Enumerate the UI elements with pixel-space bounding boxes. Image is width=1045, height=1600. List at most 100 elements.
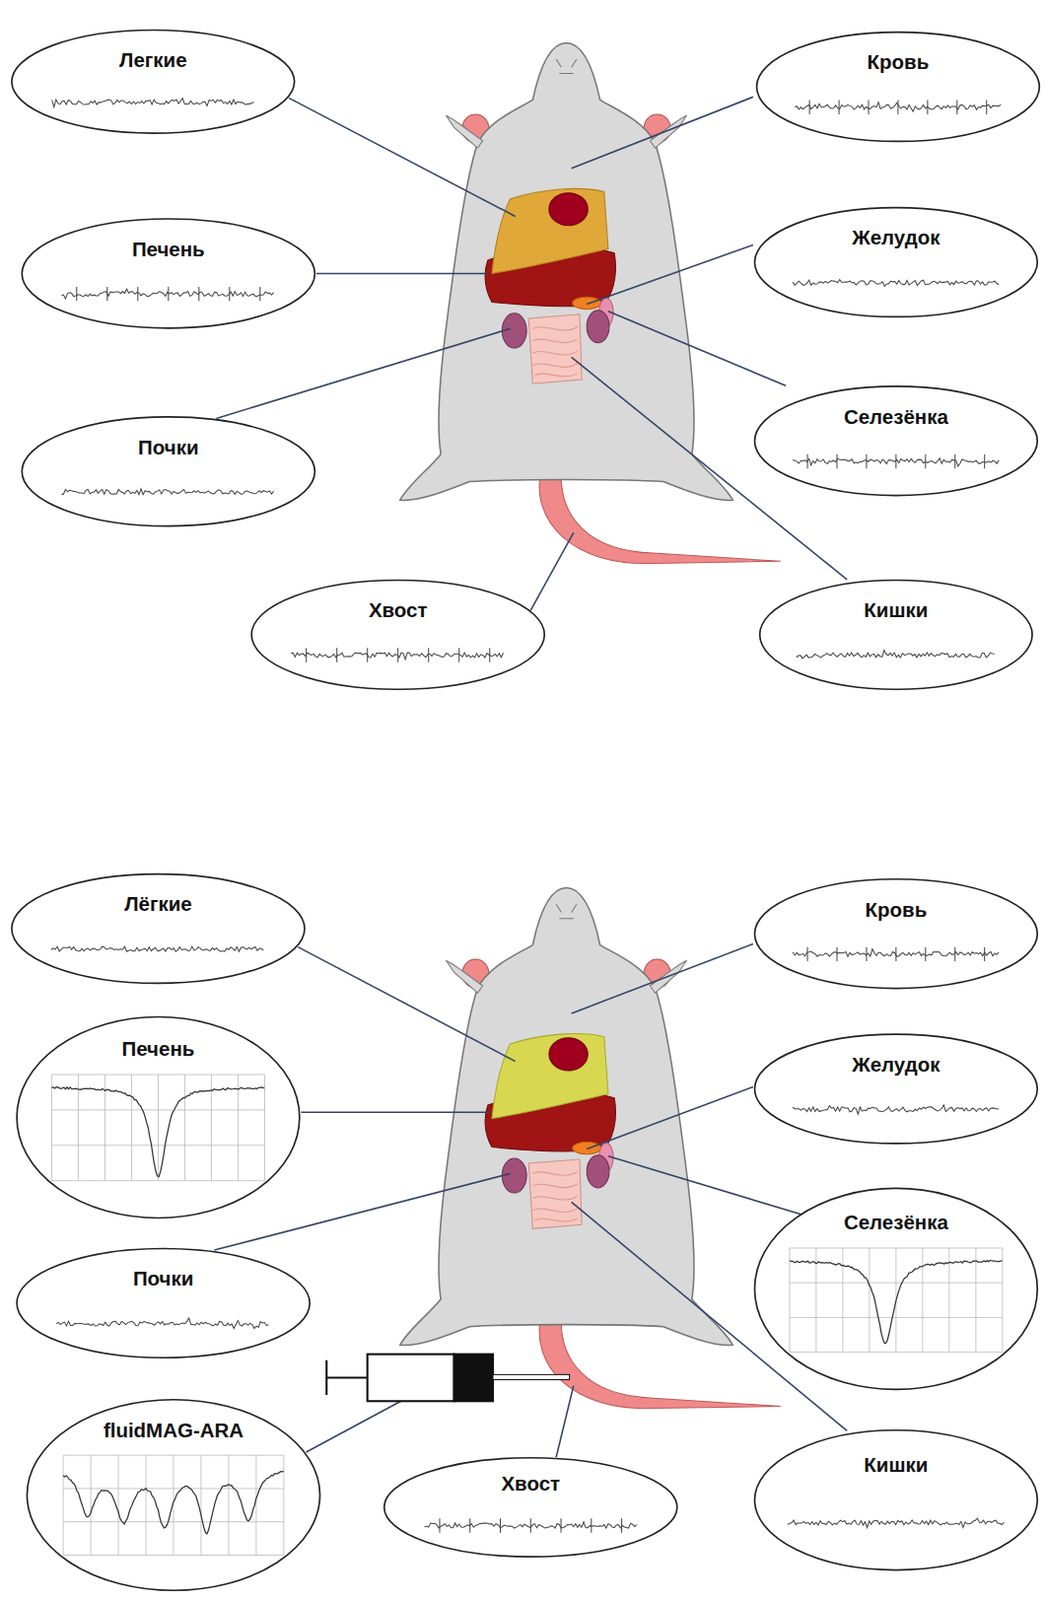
- callout-ellipse: Лёгкие: [9, 872, 306, 985]
- signal-trace: [61, 288, 274, 299]
- ellipse-shape: [21, 218, 315, 329]
- resonance-trace: [51, 1087, 265, 1178]
- trace-tick: [924, 947, 926, 962]
- callout-label: Селезёнка: [753, 403, 1040, 430]
- trace-group: [796, 650, 995, 659]
- callout-ellipse: Кишки: [753, 1428, 1040, 1572]
- ellipse-shape: [21, 417, 315, 527]
- trace-group: [51, 1074, 265, 1182]
- callout-ellipse: Почки: [15, 1247, 312, 1360]
- ellipse-outline: [755, 30, 1042, 143]
- trace-tick: [228, 286, 230, 301]
- grid-line: [51, 1109, 265, 1111]
- trace-group: [789, 1248, 1003, 1353]
- ellipse-shape: [11, 30, 295, 135]
- syringe-needle: [492, 1374, 570, 1380]
- grid-line: [145, 1455, 147, 1555]
- signal-trace: [61, 488, 274, 495]
- callout-label: Желудок: [753, 1050, 1040, 1078]
- trace-tick: [499, 1518, 501, 1533]
- leader-lines: [213, 96, 847, 1458]
- ellipse-shape: [755, 208, 1039, 318]
- syringe-fluid: [454, 1354, 493, 1402]
- trace-group: [51, 946, 264, 952]
- signal-trace: [787, 1518, 1004, 1528]
- trace-group: [787, 1518, 1004, 1528]
- heart: [549, 193, 588, 226]
- callout-label: Печень: [20, 235, 317, 263]
- trace-tick: [469, 1518, 471, 1533]
- ellipse-outline: [753, 877, 1040, 990]
- grid-line: [131, 1074, 133, 1182]
- resonance-trace: [789, 1260, 1003, 1344]
- callout-label: Кишки: [753, 1451, 1040, 1478]
- trace-tick: [137, 286, 139, 301]
- callout-label: Кровь: [755, 49, 1042, 76]
- grid-line: [200, 1455, 202, 1555]
- lungs: [491, 1034, 609, 1119]
- heart: [549, 1038, 588, 1071]
- trace-group: [424, 1518, 637, 1533]
- trace-tick: [895, 947, 897, 962]
- trace-group: [290, 647, 503, 662]
- trace-tick: [895, 454, 897, 469]
- trace-group: [63, 1455, 284, 1555]
- trace-group: [61, 488, 274, 495]
- grid-line: [789, 1317, 1003, 1319]
- grid-line: [789, 1282, 1003, 1284]
- trace-tick: [865, 454, 867, 469]
- grid-line: [51, 1074, 265, 1076]
- callout-label: Легкие: [9, 47, 296, 74]
- ellipse-shape: [760, 579, 1033, 690]
- ellipse-outline: [753, 1033, 1040, 1146]
- leader-line: [586, 244, 754, 304]
- mouse-injected: [400, 888, 781, 1409]
- trace-tick: [560, 1518, 562, 1533]
- grid-line: [255, 1455, 257, 1555]
- resonance-trace: [63, 1470, 284, 1533]
- signal-trace: [792, 1105, 999, 1115]
- callout-label: fluidMAG-ARA: [25, 1416, 322, 1444]
- callout-ellipse: Кровь: [753, 877, 1040, 990]
- grid-line: [1001, 1248, 1003, 1353]
- grid-line: [237, 1074, 239, 1182]
- leader-line: [215, 328, 510, 418]
- ellipse-outline: [753, 384, 1040, 497]
- ellipse-outline: [753, 1428, 1040, 1572]
- callout-ellipse: Кишки: [758, 578, 1034, 692]
- grid-line: [63, 1455, 284, 1457]
- leader-line: [608, 311, 786, 387]
- callout-ellipse: Желудок: [753, 1033, 1040, 1146]
- grid-line: [90, 1455, 92, 1555]
- ellipse-outline: [15, 1247, 312, 1360]
- callout-ellipse: Хвост: [250, 578, 547, 692]
- grid-line: [264, 1074, 266, 1182]
- ellipse-outline: [250, 578, 547, 692]
- callout-label: Печень: [15, 1036, 302, 1063]
- grid-line: [63, 1521, 284, 1523]
- signal-trace: [51, 946, 264, 952]
- ellipse-outline: [20, 415, 317, 528]
- trace-tick: [983, 947, 985, 962]
- callout-ellipse: Кровь: [755, 30, 1042, 143]
- callout-label: Кишки: [758, 597, 1034, 625]
- trace-tick: [106, 286, 108, 301]
- ellipse-shape: [757, 32, 1041, 142]
- trace-tick: [530, 1518, 532, 1533]
- ellipse-shape: [251, 579, 545, 690]
- grid-line: [63, 1487, 284, 1489]
- ellipse-outline: [20, 216, 317, 330]
- callout-ellipse: Хвост: [382, 1456, 679, 1559]
- trace-tick: [807, 454, 809, 469]
- grid-line: [975, 1248, 976, 1353]
- callout-label: Кровь: [753, 896, 1040, 923]
- trace-tick: [865, 947, 867, 962]
- trace-group: [792, 1105, 999, 1115]
- signal-trace: [290, 652, 503, 660]
- trace-group: [792, 279, 999, 287]
- grid-line: [868, 1248, 870, 1353]
- trace-grid: [51, 1074, 265, 1182]
- trace-group: [61, 286, 274, 301]
- trace-tick: [807, 947, 809, 962]
